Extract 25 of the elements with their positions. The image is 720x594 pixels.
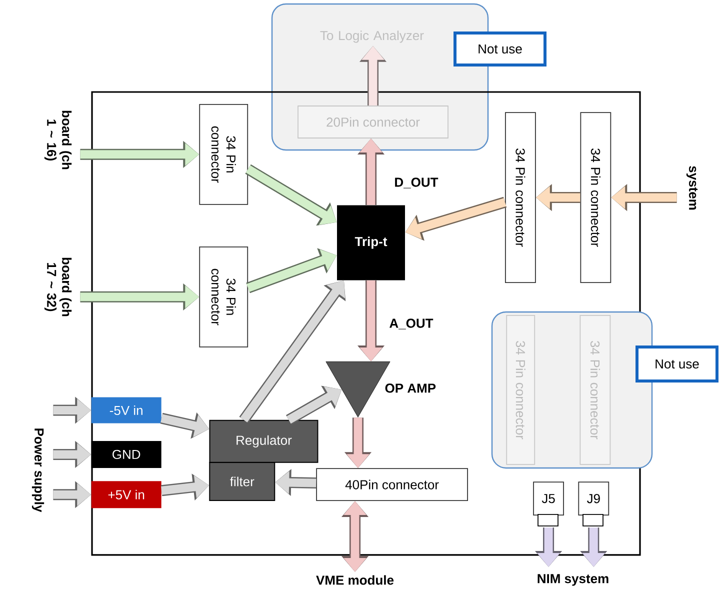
note-box: Not use xyxy=(636,345,718,382)
source-label: board (ch 1 ~ 16) xyxy=(44,110,72,170)
connector-box: 40Pin connector xyxy=(316,468,468,501)
source-label: board (ch 17 ~ 32) xyxy=(44,258,72,316)
regulator-box: Regulator xyxy=(209,420,318,463)
connector-box: 34 Pin connector xyxy=(199,104,248,205)
source-label: system xyxy=(686,166,698,210)
filter-box: filter xyxy=(209,462,276,502)
edge-label: A_OUT xyxy=(388,318,434,330)
destination-label: VME module xyxy=(316,575,394,585)
connector-box: 34 Pin connector xyxy=(506,315,536,465)
node-caption: OP AMP xyxy=(385,384,436,393)
destination-label: NIM system xyxy=(538,574,608,586)
input-box: -5V in xyxy=(91,397,162,424)
input-box: GND xyxy=(91,440,162,468)
connector-box: 34 Pin connector xyxy=(580,112,612,283)
source-label: Power supply xyxy=(32,428,44,512)
chip-box: Trip-t xyxy=(337,205,405,280)
connector-box: 34 Pin connector xyxy=(505,112,536,283)
connector-box: 34 Pin connector xyxy=(580,315,611,465)
connector-box: 20Pin connector xyxy=(298,106,448,138)
edge-label: D_OUT xyxy=(393,176,440,190)
connector-box: 34 Pin connector xyxy=(199,246,248,348)
note-box: Not use xyxy=(454,32,546,66)
input-box: +5V in xyxy=(91,481,162,508)
